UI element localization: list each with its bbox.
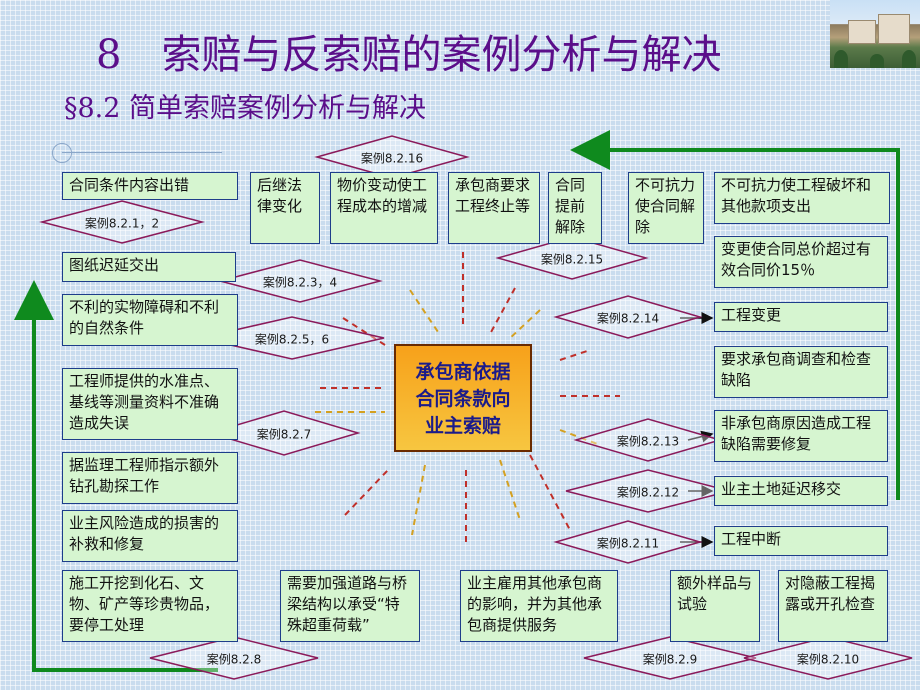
box-adverse-conditions: 不利的实物障碍和不利的自然条件 bbox=[62, 294, 238, 346]
box-site-handover-delay: 业主土地延迟移交 bbox=[714, 476, 888, 506]
case-label-7[interactable]: 案例8.2.7 bbox=[256, 427, 312, 442]
box-law-change: 后继法律变化 bbox=[250, 172, 320, 244]
box-force-majeure-termination: 不可抗力使合同解除 bbox=[628, 172, 704, 244]
decorative-circle bbox=[52, 143, 72, 163]
box-contractor-termination: 承包商要求工程终止等 bbox=[448, 172, 540, 244]
case-label-5-6[interactable]: 案例8.2.5，6 bbox=[254, 332, 330, 347]
box-defect-repair: 非承包商原因造成工程缺陷需要修复 bbox=[714, 410, 888, 462]
case-label-15[interactable]: 案例8.2.15 bbox=[540, 252, 604, 267]
center-line-1: 承包商依据 bbox=[415, 361, 511, 383]
box-drawings-delay: 图纸迟延交出 bbox=[62, 252, 236, 282]
center-line-3: 业主索赔 bbox=[424, 415, 501, 437]
center-claim-box: 承包商依据 合同条款向 业主索赔 bbox=[394, 344, 532, 452]
box-extra-samples: 额外样品与试验 bbox=[670, 570, 760, 642]
case-diamonds bbox=[39, 135, 913, 680]
box-price-change: 物价变动使工程成本的增减 bbox=[330, 172, 438, 244]
box-owner-risk-repair: 业主风险造成的损害的补救和修复 bbox=[62, 510, 238, 562]
box-force-majeure-damage: 不可抗力使工程破坏和其他款项支出 bbox=[714, 172, 890, 224]
campus-photo bbox=[830, 0, 920, 68]
decorative-line bbox=[62, 152, 222, 153]
radial-dashes bbox=[315, 252, 620, 545]
box-other-contractors: 业主雇用其他承包商的影响，并为其他承包商提供服务 bbox=[460, 570, 618, 642]
flow-arrows bbox=[14, 130, 900, 672]
center-line-2: 合同条款向 bbox=[415, 388, 511, 410]
case-label-8[interactable]: 案例8.2.8 bbox=[206, 652, 262, 667]
box-work-suspension: 工程中断 bbox=[714, 526, 888, 556]
box-contract-conditions-error: 合同条件内容出错 bbox=[62, 172, 238, 200]
case-label-3-4[interactable]: 案例8.2.3，4 bbox=[262, 275, 338, 290]
case-label-1-2[interactable]: 案例8.2.1，2 bbox=[84, 216, 160, 231]
case-label-10[interactable]: 案例8.2.10 bbox=[796, 652, 860, 667]
box-extra-drilling: 据监理工程师指示额外钻孔勘探工作 bbox=[62, 452, 238, 504]
box-early-termination: 合同提前解除 bbox=[548, 172, 602, 244]
case-label-11[interactable]: 案例8.2.11 bbox=[596, 536, 660, 551]
case-label-13[interactable]: 案例8.2.13 bbox=[616, 434, 680, 449]
box-special-loads: 需要加强道路与桥梁结构以承受“特殊超重荷载” bbox=[280, 570, 420, 642]
case-label-14[interactable]: 案例8.2.14 bbox=[596, 311, 660, 326]
box-defect-investigation: 要求承包商调查和检查缺陷 bbox=[714, 346, 888, 398]
page-subtitle: §8.2 简单索赔案例分析与解决 bbox=[64, 93, 427, 124]
box-fossils-artifacts: 施工开挖到化石、文物、矿产等珍贵物品，要停工处理 bbox=[62, 570, 238, 642]
case-label-9[interactable]: 案例8.2.9 bbox=[642, 652, 698, 667]
page-title: 8 索赔与反索赔的案例分析与解决 bbox=[96, 32, 722, 78]
box-variation: 工程变更 bbox=[714, 302, 888, 332]
case-label-12[interactable]: 案例8.2.12 bbox=[616, 485, 680, 500]
box-survey-data-error: 工程师提供的水准点、基线等测量资料不准确造成失误 bbox=[62, 368, 238, 440]
box-price-exceed-15: 变更使合同总价超过有效合同价15％ bbox=[714, 236, 888, 288]
case-label-16[interactable]: 案例8.2.16 bbox=[360, 151, 424, 166]
box-hidden-works-check: 对隐蔽工程揭露或开孔检查 bbox=[778, 570, 888, 642]
